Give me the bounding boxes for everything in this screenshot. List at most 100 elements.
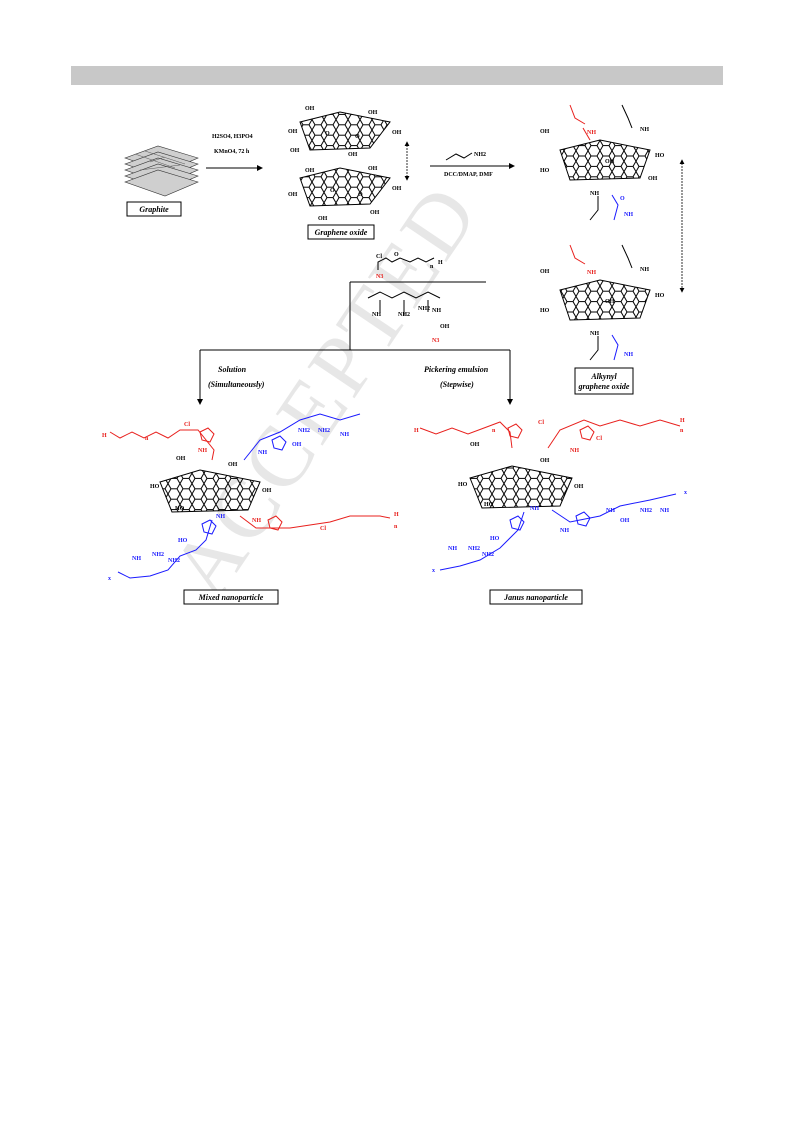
label-ho: HO <box>540 308 550 314</box>
label-nh: NH <box>340 432 349 438</box>
label-nh: NH <box>640 127 649 133</box>
label-ho: HO <box>178 538 188 544</box>
mixed-nanoparticle-label: Mixed nanoparticle <box>198 593 264 602</box>
label-oh: OH <box>305 168 315 174</box>
label-nh: NH <box>590 331 599 337</box>
label-o: O <box>358 192 363 198</box>
label-nh: NH <box>660 508 669 514</box>
label-nh: NH <box>587 270 596 276</box>
label-cl: Cl <box>538 420 544 426</box>
label-n: n <box>680 428 684 434</box>
label-oh: OH <box>305 106 315 112</box>
reagent-n: n <box>430 264 434 270</box>
janus-nanoparticle-label: Janus nanoparticle <box>503 593 568 602</box>
label-nh: NH <box>252 518 261 524</box>
label-oh: OH <box>540 269 550 275</box>
polymer-n3: N3 <box>432 338 439 344</box>
label-h: H <box>394 512 399 518</box>
label-oh: OH <box>368 110 378 116</box>
label-x: x <box>432 568 435 574</box>
alkynyl-go-label-2: graphene oxide <box>578 382 630 391</box>
step1-condition-2: KMnO4, 72 h <box>214 149 250 155</box>
label-nh: NH <box>132 556 141 562</box>
label-nh2: NH2 <box>152 552 164 558</box>
label-nh: NH <box>624 212 633 218</box>
polymer-oh: OH <box>440 324 450 330</box>
reagent-cl: Cl <box>376 254 382 260</box>
label-oh: OH <box>540 129 550 135</box>
label-o: O <box>355 134 360 140</box>
janus-nanoparticle-structure: H n Cl NH Cl H n OH OH HO OH HO NH NH NH… <box>414 418 687 574</box>
label-o: O <box>325 131 330 137</box>
label-nh: NH <box>640 267 649 273</box>
label-oh: OH <box>176 456 186 462</box>
label-oh: OH <box>370 210 380 216</box>
label-oh: OH <box>574 484 584 490</box>
label-nh: NH <box>560 528 569 534</box>
label-nh: NH <box>606 508 615 514</box>
label-oh: OH <box>605 299 615 305</box>
label-oh: OH <box>288 192 298 198</box>
label-h: H <box>680 418 685 424</box>
label-nh2: NH2 <box>168 558 180 564</box>
label-ho: HO <box>484 502 494 508</box>
label-ho: HO <box>175 506 185 512</box>
header-bar <box>71 66 723 85</box>
label-h: H <box>102 433 107 439</box>
label-nh: NH <box>448 546 457 552</box>
label-nh: NH <box>590 191 599 197</box>
alkynyl-go-bottom: NH NH OH HO HO OH NH NH <box>540 244 665 361</box>
propargylamine-reagent: NH2 <box>445 152 486 161</box>
label-h: H <box>414 428 419 434</box>
janus-nanoparticle-label-box <box>489 589 583 605</box>
graphite-label: Graphite <box>139 205 169 214</box>
polymer-nh: NH <box>432 308 441 314</box>
label-nh2: NH2 <box>482 552 494 558</box>
mixed-nanoparticle-structure: H n Cl NH OH OH HO OH HO NH NH2 NH2 NH O… <box>102 413 399 582</box>
label-ho: HO <box>540 168 550 174</box>
graphene-oxide-label-box <box>307 224 375 240</box>
label-nh: NH <box>258 450 267 456</box>
graphite-label-box <box>126 201 182 217</box>
label-ho: HO <box>490 536 500 542</box>
route-pickering-2: (Stepwise) <box>440 380 474 389</box>
reagent-n3: N3 <box>376 274 383 280</box>
label-o: O <box>620 196 625 202</box>
label-oh: OH <box>288 129 298 135</box>
label-nh: NH <box>216 514 225 520</box>
label-oh: OH <box>348 152 358 158</box>
graphene-oxide-label: Graphene oxide <box>315 228 368 237</box>
label-nh: NH <box>570 448 579 454</box>
label-oh: OH <box>470 442 480 448</box>
label-x: x <box>108 576 111 582</box>
label-nh: NH <box>530 506 539 512</box>
label-nh2: NH2 <box>640 508 652 514</box>
reagent-o: O <box>394 252 399 258</box>
label-n: n <box>394 524 398 530</box>
alkynyl-go-label-1: Alkynyl <box>590 372 617 381</box>
label-nh2: NH2 <box>318 428 330 434</box>
label-cl: Cl <box>596 436 602 442</box>
reagent-h: H <box>438 260 443 266</box>
label-o: O <box>330 188 335 194</box>
polymer-nh2: NH2 <box>418 306 430 312</box>
azide-polymer-reagent: NH NH2 NH2 NH OH N3 <box>367 291 450 344</box>
label-nh2: NH2 <box>468 546 480 552</box>
label-oh: OH <box>228 462 238 468</box>
label-oh: OH <box>605 159 615 165</box>
label-cl: Cl <box>320 526 326 532</box>
label-n: n <box>145 436 149 442</box>
graphite-stack-icon <box>124 145 199 197</box>
label-oh: OH <box>290 148 300 154</box>
propargylamine-nh2: NH2 <box>474 152 486 158</box>
polymer-nh2: NH2 <box>398 312 410 318</box>
label-n: n <box>492 428 496 434</box>
label-nh: NH <box>198 448 207 454</box>
mixed-nanoparticle-label-box <box>183 589 279 605</box>
label-oh: OH <box>292 442 302 448</box>
label-nh2: NH2 <box>298 428 310 434</box>
alkynyl-go-top: NH NH OH HO HO OH OH O NH NH <box>540 104 665 221</box>
label-ho: HO <box>655 153 665 159</box>
alkynyl-go-label-box <box>574 367 634 395</box>
